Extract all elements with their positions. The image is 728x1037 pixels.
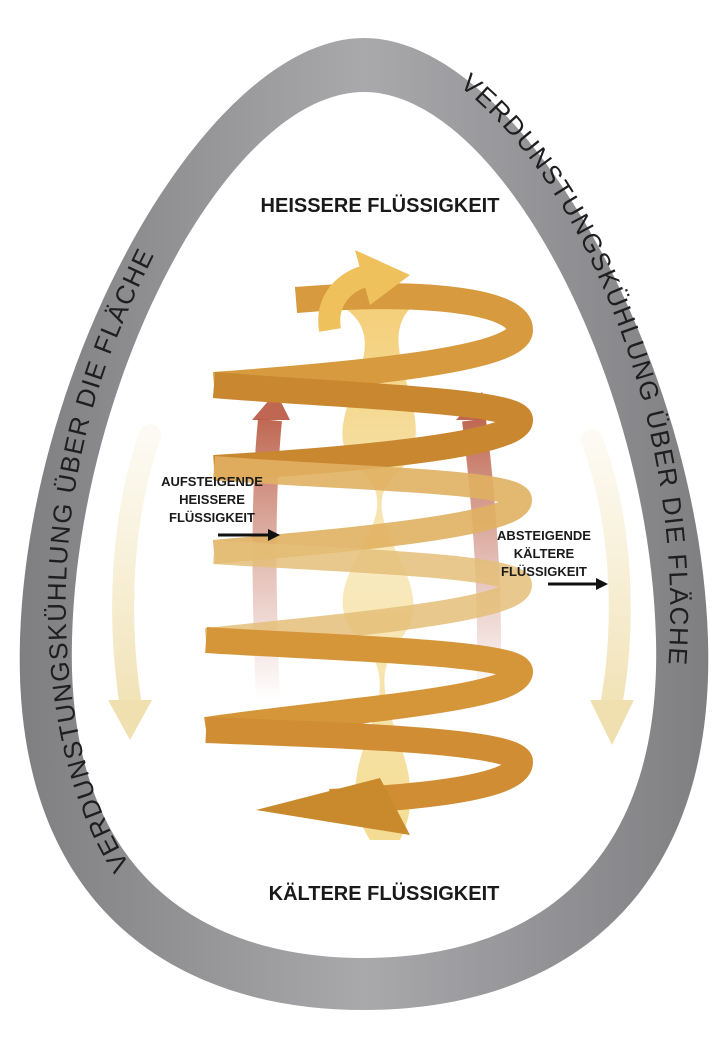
- bottom-label: KÄLTERE FLÜSSIGKEIT: [269, 882, 500, 905]
- svg-text:AUFSTEIGENDE: AUFSTEIGENDE: [161, 474, 263, 489]
- svg-text:KÄLTERE: KÄLTERE: [514, 546, 575, 561]
- svg-text:HEISSERE: HEISSERE: [179, 492, 245, 507]
- svg-text:FLÜSSIGKEIT: FLÜSSIGKEIT: [501, 564, 587, 579]
- svg-text:ABSTEIGENDE: ABSTEIGENDE: [497, 528, 591, 543]
- top-label: HEISSERE FLÜSSIGKEIT: [261, 194, 500, 217]
- svg-text:FLÜSSIGKEIT: FLÜSSIGKEIT: [169, 510, 255, 525]
